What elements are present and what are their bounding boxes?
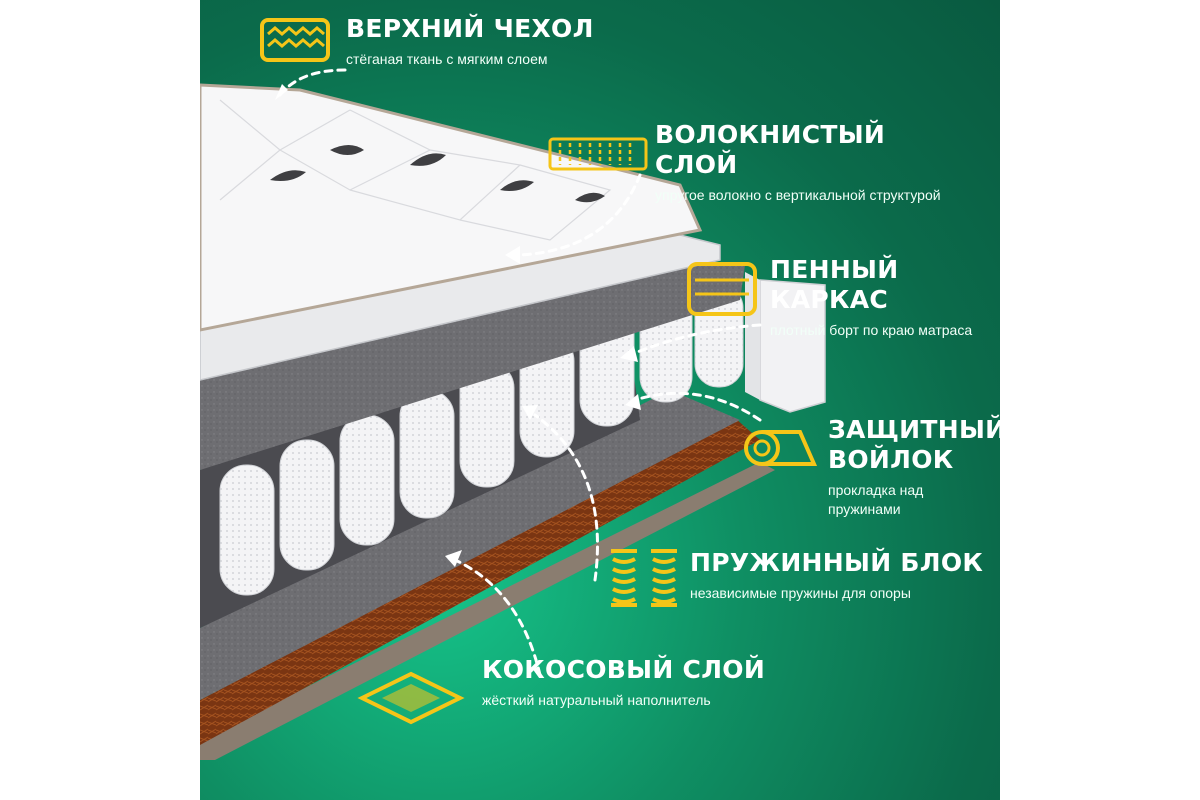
fiber-layer-icon — [548, 137, 648, 171]
callout-desc: независимые пружины для опоры — [690, 585, 911, 601]
springs-icon — [611, 549, 677, 607]
callout-title: КОКОСОВЫЙ СЛОЙ — [482, 655, 766, 684]
coconut-coir-icon — [357, 671, 465, 725]
callout-title: ПЕННЫЙ КАРКАС — [770, 255, 899, 314]
quilted-cover-icon — [260, 18, 330, 62]
callout-desc: прокладка над пружинами — [828, 482, 924, 517]
upper-felt-layer — [200, 238, 745, 470]
callout-title: ВОЛОКНИСТЫЙ СЛОЙ — [655, 120, 886, 179]
callout-quilted-cover: ВЕРХНИЙ ЧЕХОЛ стёганая ткань с мягким сл… — [346, 14, 646, 69]
callout-desc: стёганая ткань с мягким слоем — [346, 51, 548, 67]
infographic-stage: ВЕРХНИЙ ЧЕХОЛ стёганая ткань с мягким сл… — [200, 0, 1000, 800]
callout-springs: ПРУЖИННЫЙ БЛОК независимые пружины для о… — [690, 548, 990, 603]
felt-roll-icon — [744, 430, 818, 466]
callout-coir: КОКОСОВЫЙ СЛОЙ жёсткий натуральный напол… — [482, 655, 782, 710]
lower-felt-layer — [200, 390, 740, 700]
callout-title: ПРУЖИННЫЙ БЛОК — [690, 548, 984, 577]
callout-foam-frame: ПЕННЫЙ КАРКАС плотный борт по краю матра… — [770, 255, 990, 340]
callout-title: ЗАЩИТНЫЙ ВОЙЛОК — [828, 415, 1000, 474]
callout-desc: плотный борт по краю матраса — [770, 322, 973, 338]
callout-title: ВЕРХНИЙ ЧЕХОЛ — [346, 14, 594, 43]
callout-desc: жёсткий натуральный наполнитель — [482, 692, 711, 708]
callout-desc: упругое волокно с вертикальной структуро… — [655, 187, 941, 203]
callout-fiber-layer: ВОЛОКНИСТЫЙ СЛОЙ упругое волокно с верти… — [655, 120, 955, 205]
foam-frame-icon — [687, 262, 757, 316]
callout-felt: ЗАЩИТНЫЙ ВОЙЛОК прокладка над пружинами — [828, 415, 1000, 519]
